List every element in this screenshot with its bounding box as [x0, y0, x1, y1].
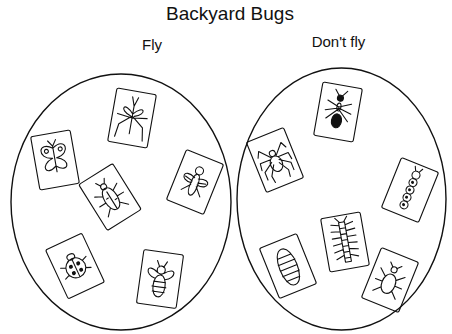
ant-card — [314, 82, 363, 142]
fly-drawing — [178, 162, 213, 199]
card — [361, 247, 418, 312]
group-circle: Don't fly — [236, 30, 447, 330]
caterpillar-card — [381, 157, 438, 222]
card — [246, 127, 303, 192]
group-circle: Fly — [10, 34, 232, 330]
butterfly-card — [31, 130, 80, 190]
ant-drawing — [322, 88, 354, 130]
ladybug-spots — [68, 261, 84, 276]
ladybug-card — [45, 233, 104, 299]
diagram-title: Backyard Bugs — [166, 3, 294, 24]
ladybug-drawing — [57, 248, 93, 282]
fly-card — [166, 149, 223, 214]
cocoon-drawing — [273, 246, 304, 288]
cocoon-card — [259, 233, 316, 298]
circle-outline — [10, 73, 232, 331]
card — [31, 130, 80, 190]
spider-drawing — [255, 141, 298, 185]
group-heading: Fly — [142, 36, 162, 53]
bee-drawing — [145, 259, 176, 298]
larva-drawing — [371, 259, 409, 300]
group-heading: Don't fly — [312, 33, 366, 50]
group-heading-row: Don't fly — [233, 33, 444, 51]
bee-card — [136, 249, 183, 308]
caterpillar-drawing — [399, 166, 423, 210]
ant-body — [330, 94, 346, 128]
circle-outline — [236, 67, 447, 331]
card — [381, 157, 438, 222]
centipede-card — [321, 212, 370, 272]
card — [166, 149, 223, 214]
card — [79, 164, 142, 231]
circle-outline — [237, 68, 446, 330]
beetle-drawing — [88, 173, 130, 218]
card — [108, 88, 157, 148]
title-row: Backyard Bugs — [0, 3, 452, 25]
caterpillar-spots — [402, 180, 415, 206]
beetle-card — [79, 164, 142, 231]
group-heading-row: Fly — [41, 36, 263, 54]
larva-card — [361, 247, 418, 312]
circle-outline — [11, 74, 231, 330]
card — [259, 233, 316, 298]
centipede-drawing — [329, 215, 360, 263]
card — [45, 233, 104, 299]
spider-card — [246, 127, 303, 192]
butterfly-drawing — [39, 138, 69, 174]
card — [136, 249, 183, 308]
mosquito-card — [108, 88, 157, 148]
mosquito-drawing — [114, 95, 151, 142]
card — [314, 82, 363, 142]
card — [321, 212, 370, 272]
